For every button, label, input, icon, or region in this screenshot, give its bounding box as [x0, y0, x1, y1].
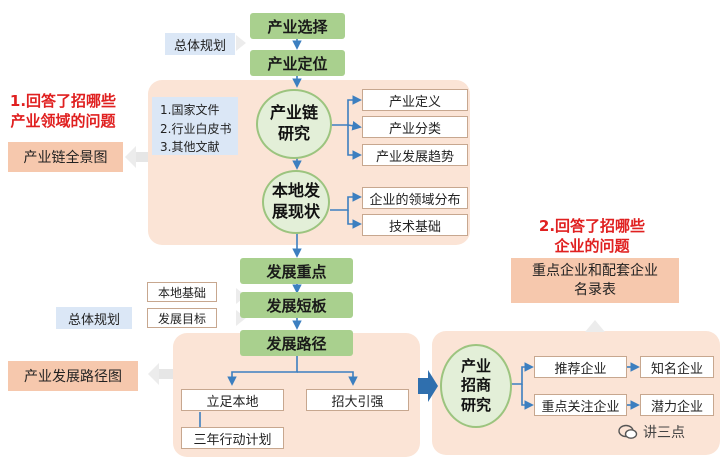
dev-focus-box: 发展重点 [240, 258, 353, 284]
invest-circle-line-3: 研究 [460, 395, 491, 414]
three-year-plan-box: 三年行动计划 [181, 427, 284, 449]
industry-positioning-box: 产业定位 [250, 50, 345, 76]
local-circle-line-2: 展现状 [271, 202, 320, 221]
invest-circle-line-1: 产业 [460, 356, 491, 375]
local-circle-line-1: 本地发 [271, 181, 320, 201]
industry-dev-path-map-box: 产业发展路径图 [8, 361, 138, 391]
industry-classification-box: 产业分类 [362, 116, 468, 138]
question-2-line-1: 2.回答了招哪些 [538, 217, 646, 235]
local-based-box: 立足本地 [181, 389, 284, 411]
dev-goal-box: 发展目标 [147, 308, 217, 328]
famous-enterprise-box: 知名企业 [640, 356, 714, 378]
recommended-enterprise-box: 推荐企业 [534, 356, 627, 378]
overall-plan-label-2: 总体规划 [56, 307, 132, 329]
question-1-title: 1.回答了招哪些 产业领域的问题 [4, 92, 122, 131]
enterprise-list-box: 重点企业和配套企业 名录表 [511, 258, 679, 303]
industry-selection-box: 产业选择 [250, 13, 345, 39]
enterprise-list-line-1: 重点企业和配套企业 [532, 263, 658, 280]
reference-docs-box: 1.国家文件 2.行业白皮书 3.其他文献 [152, 97, 238, 155]
doc-item-2: 2.行业白皮书 [160, 121, 232, 136]
dev-path-box: 发展路径 [240, 330, 353, 356]
attract-big-box: 招大引强 [306, 389, 409, 411]
question-2-line-2: 企业的问题 [554, 236, 630, 255]
potential-enterprise-box: 潜力企业 [640, 394, 714, 416]
question-2-title: 2.回答了招哪些 企业的问题 [512, 217, 672, 256]
local-basis-box: 本地基础 [147, 282, 217, 302]
industry-definition-box: 产业定义 [362, 89, 468, 111]
chain-circle-line-1: 产业链 [269, 103, 318, 123]
question-1-line-2: 产业领域的问题 [10, 111, 116, 130]
doc-item-1: 1.国家文件 [160, 103, 220, 117]
wechat-icon [618, 424, 638, 440]
tech-basis-box: 技术基础 [362, 214, 468, 236]
investment-research-circle: 产业 招商 研究 [440, 344, 512, 428]
local-status-circle: 本地发 展现状 [262, 170, 330, 234]
enterprise-distribution-box: 企业的领域分布 [362, 187, 468, 209]
enterprise-list-line-2: 名录表 [574, 281, 616, 298]
dev-shortboard-box: 发展短板 [240, 292, 353, 318]
chain-circle-line-2: 研究 [277, 124, 310, 143]
doc-item-3: 3.其他文献 [160, 140, 220, 155]
invest-circle-line-2: 招商 [460, 376, 491, 395]
industry-chain-research-circle: 产业链 研究 [256, 89, 332, 159]
question-1-line-1: 1.回答了招哪些 [9, 92, 117, 110]
watermark: 讲三点 [618, 420, 718, 444]
industry-chain-map-box: 产业链全景图 [8, 142, 123, 172]
industry-trend-box: 产业发展趋势 [362, 144, 468, 166]
key-watch-enterprise-box: 重点关注企业 [534, 394, 627, 416]
overall-plan-label-1: 总体规划 [165, 33, 235, 55]
watermark-text: 讲三点 [643, 425, 685, 441]
